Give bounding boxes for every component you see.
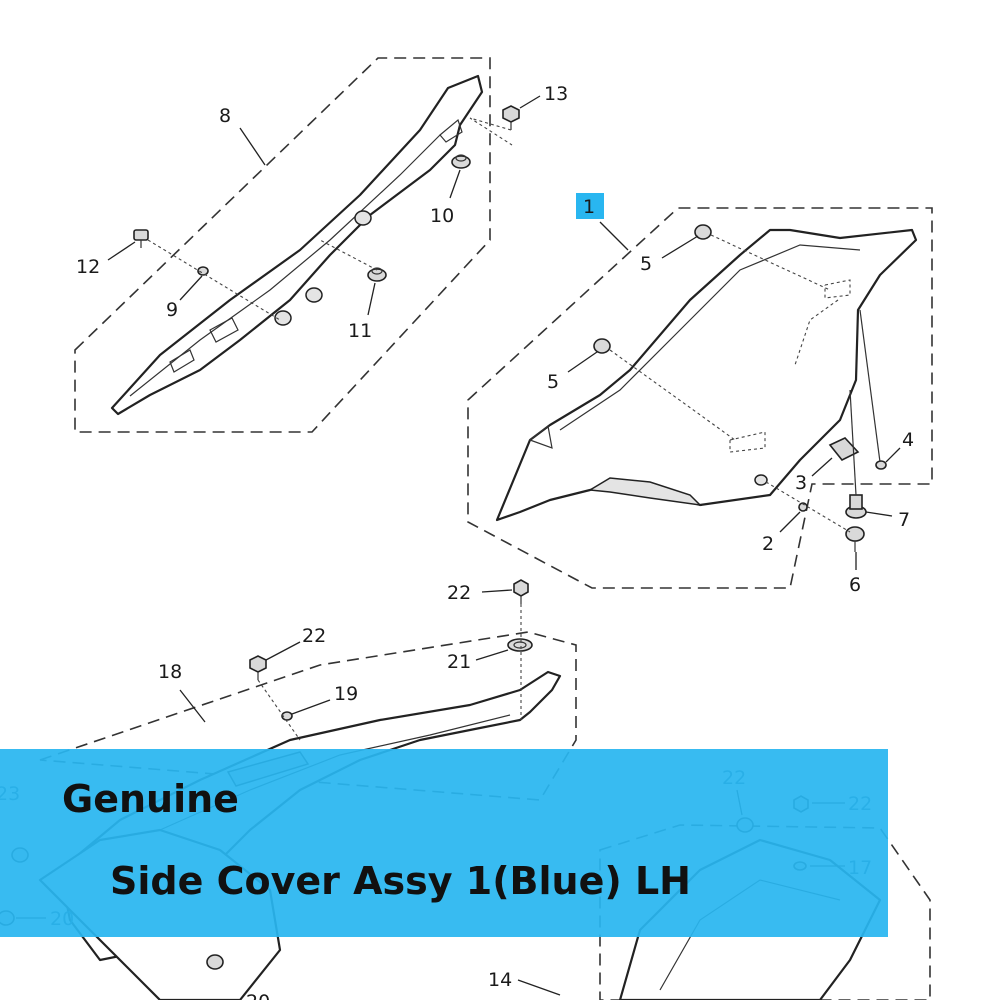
part-1-side-cover bbox=[495, 228, 918, 522]
part-1-mount-hole bbox=[754, 474, 768, 486]
part-1-hidden-tab-bottom bbox=[729, 431, 766, 453]
collar-4-icon bbox=[875, 460, 887, 470]
grommet-20-bottom-icon bbox=[206, 954, 224, 970]
callout-13: 13 bbox=[544, 83, 568, 105]
callout-19: 19 bbox=[334, 683, 358, 705]
part-8-boss-1 bbox=[354, 210, 372, 226]
callout-22-left: 22 bbox=[302, 625, 326, 647]
callout-14: 14 bbox=[488, 969, 512, 991]
group-boundary-1 bbox=[467, 207, 933, 589]
guide-22-left bbox=[257, 679, 301, 741]
leader-5-left bbox=[567, 351, 598, 373]
bolt-22-top-icon bbox=[513, 579, 529, 604]
leader-7 bbox=[865, 511, 893, 517]
callout-4: 4 bbox=[902, 429, 914, 451]
part-8-boss-2 bbox=[305, 287, 323, 303]
callout-18: 18 bbox=[158, 661, 182, 683]
guide-5-left bbox=[609, 349, 736, 441]
leader-18 bbox=[179, 689, 206, 723]
bolt-13-icon bbox=[502, 105, 520, 130]
part-1-lower-lip bbox=[587, 477, 703, 507]
leader-13 bbox=[519, 95, 541, 109]
guide-5-top bbox=[710, 234, 831, 291]
collar-9-icon bbox=[197, 266, 209, 276]
part-8-slot-1 bbox=[209, 317, 239, 343]
group-boundary-8 bbox=[74, 57, 491, 433]
callout-1: 1 bbox=[583, 196, 595, 218]
grommet-10-icon bbox=[451, 154, 471, 169]
group-boundary-18 bbox=[39, 631, 577, 801]
callout-6: 6 bbox=[849, 574, 861, 596]
leader-5-top bbox=[661, 235, 699, 259]
guide-2 bbox=[765, 481, 851, 533]
part-1-inner-edge bbox=[559, 244, 861, 431]
guide-7 bbox=[849, 389, 857, 496]
leader-3 bbox=[811, 457, 833, 477]
callout-5-left: 5 bbox=[547, 371, 559, 393]
nut-3-icon bbox=[828, 437, 860, 462]
leader-22-left bbox=[265, 641, 301, 661]
collar-19-icon bbox=[281, 711, 293, 721]
grommet-5-left-icon bbox=[593, 338, 611, 354]
part-8-group: 8 13 10 12 9 11 bbox=[74, 57, 568, 433]
leader-12 bbox=[107, 241, 136, 261]
callout-2: 2 bbox=[762, 533, 774, 555]
guide-4 bbox=[859, 309, 881, 463]
part-8-bracket bbox=[110, 74, 484, 416]
leader-9 bbox=[179, 275, 203, 301]
washer-21-icon bbox=[507, 638, 533, 652]
part-1-notch bbox=[528, 424, 553, 449]
banner-title-genuine: Genuine bbox=[62, 777, 239, 821]
bolt-22-left-icon bbox=[249, 655, 267, 680]
part-8-slot-2 bbox=[169, 349, 195, 373]
title-banner: Genuine Side Cover Assy 1(Blue) LH bbox=[0, 749, 888, 937]
bolt-12-icon bbox=[133, 229, 149, 248]
callout-11: 11 bbox=[348, 320, 372, 342]
leader-21 bbox=[475, 649, 509, 661]
leader-19 bbox=[291, 699, 331, 715]
leader-22-top bbox=[481, 589, 513, 593]
grommet-5-top-icon bbox=[694, 224, 712, 240]
part-1-hidden-line bbox=[794, 299, 839, 366]
callout-1-highlight bbox=[576, 193, 604, 219]
leader-1 bbox=[599, 221, 629, 251]
screw-6-icon bbox=[845, 526, 865, 552]
callout-21: 21 bbox=[447, 651, 471, 673]
part-1-group: 1 5 5 4 3 7 2 6 bbox=[467, 193, 933, 596]
callout-20-bottom: 20 bbox=[246, 991, 270, 1000]
part-8-boss-3 bbox=[274, 310, 292, 326]
leader-14 bbox=[517, 979, 561, 996]
callout-10: 10 bbox=[430, 205, 454, 227]
callout-9: 9 bbox=[166, 299, 178, 321]
leader-2 bbox=[779, 511, 801, 533]
leader-10 bbox=[449, 169, 461, 199]
guide-11 bbox=[319, 239, 378, 271]
callout-8: 8 bbox=[219, 105, 231, 127]
callout-7: 7 bbox=[898, 509, 910, 531]
grommet-7-icon bbox=[845, 494, 867, 519]
callout-3: 3 bbox=[795, 472, 807, 494]
callout-5-top: 5 bbox=[640, 253, 652, 275]
guide-13 bbox=[469, 117, 513, 146]
leader-4 bbox=[885, 447, 901, 463]
grommet-11-icon bbox=[367, 267, 387, 282]
callout-12: 12 bbox=[76, 256, 100, 278]
guide-12 bbox=[147, 239, 281, 321]
part-8-rib bbox=[129, 134, 441, 397]
part-8-tab bbox=[439, 118, 463, 143]
callout-22-top: 22 bbox=[447, 582, 471, 604]
leader-11 bbox=[367, 282, 376, 316]
leader-8 bbox=[239, 127, 266, 166]
banner-title-part-name: Side Cover Assy 1(Blue) LH bbox=[110, 859, 691, 903]
